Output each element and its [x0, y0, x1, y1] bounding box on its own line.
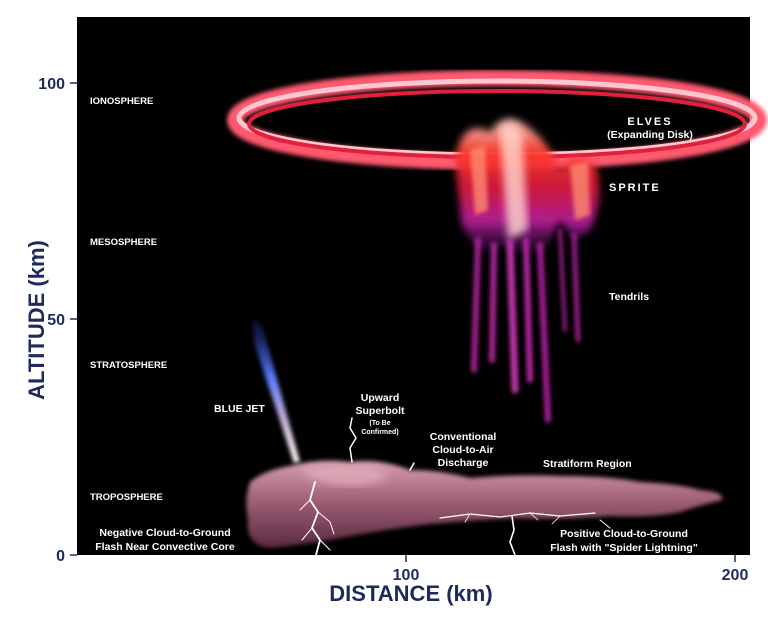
- layer-troposphere-label: TROPOSPHERE: [90, 492, 163, 503]
- conventional-discharge-label: Discharge: [438, 457, 489, 469]
- stratiform-region-label: Stratiform Region: [543, 458, 632, 470]
- positive-flash-label: Flash with "Spider Lightning": [550, 542, 698, 554]
- superbolt-note: (To Be: [369, 420, 390, 427]
- superbolt-label: Upward: [361, 392, 400, 404]
- blue-jet-label: BLUE JET: [214, 403, 265, 415]
- layer-ionosphere-label: IONOSPHERE: [90, 96, 153, 107]
- layer-stratosphere-label: STRATOSPHERE: [90, 360, 167, 371]
- y-axis-title: ALTITUDE (km): [24, 240, 49, 400]
- layer-mesosphere-label: MESOSPHERE: [90, 237, 157, 248]
- x-axis-title: DISTANCE (km): [329, 581, 492, 606]
- conventional-discharge-label: Conventional: [430, 431, 497, 443]
- superbolt-label: Superbolt: [356, 405, 406, 417]
- sprite-label: SPRITE: [609, 182, 661, 194]
- negative-flash-label: Flash Near Convective Core: [95, 541, 235, 553]
- y-tick-label: 100: [38, 76, 65, 93]
- conventional-discharge-label: Cloud-to-Air: [432, 444, 493, 456]
- x-tick-label: 100: [393, 567, 420, 584]
- y-tick-label: 50: [47, 312, 65, 329]
- elves-label: ELVES: [627, 116, 672, 128]
- x-axis: 100 200: [393, 555, 749, 584]
- superbolt-note: Confirmed): [361, 429, 398, 436]
- tendrils-label: Tendrils: [609, 291, 649, 303]
- positive-flash-label: Positive Cloud-to-Ground: [560, 528, 688, 540]
- x-tick-label: 200: [722, 567, 749, 584]
- negative-flash-label: Negative Cloud-to-Ground: [99, 527, 230, 539]
- y-tick-label: 0: [56, 548, 65, 565]
- elves-sublabel: (Expanding Disk): [607, 129, 693, 141]
